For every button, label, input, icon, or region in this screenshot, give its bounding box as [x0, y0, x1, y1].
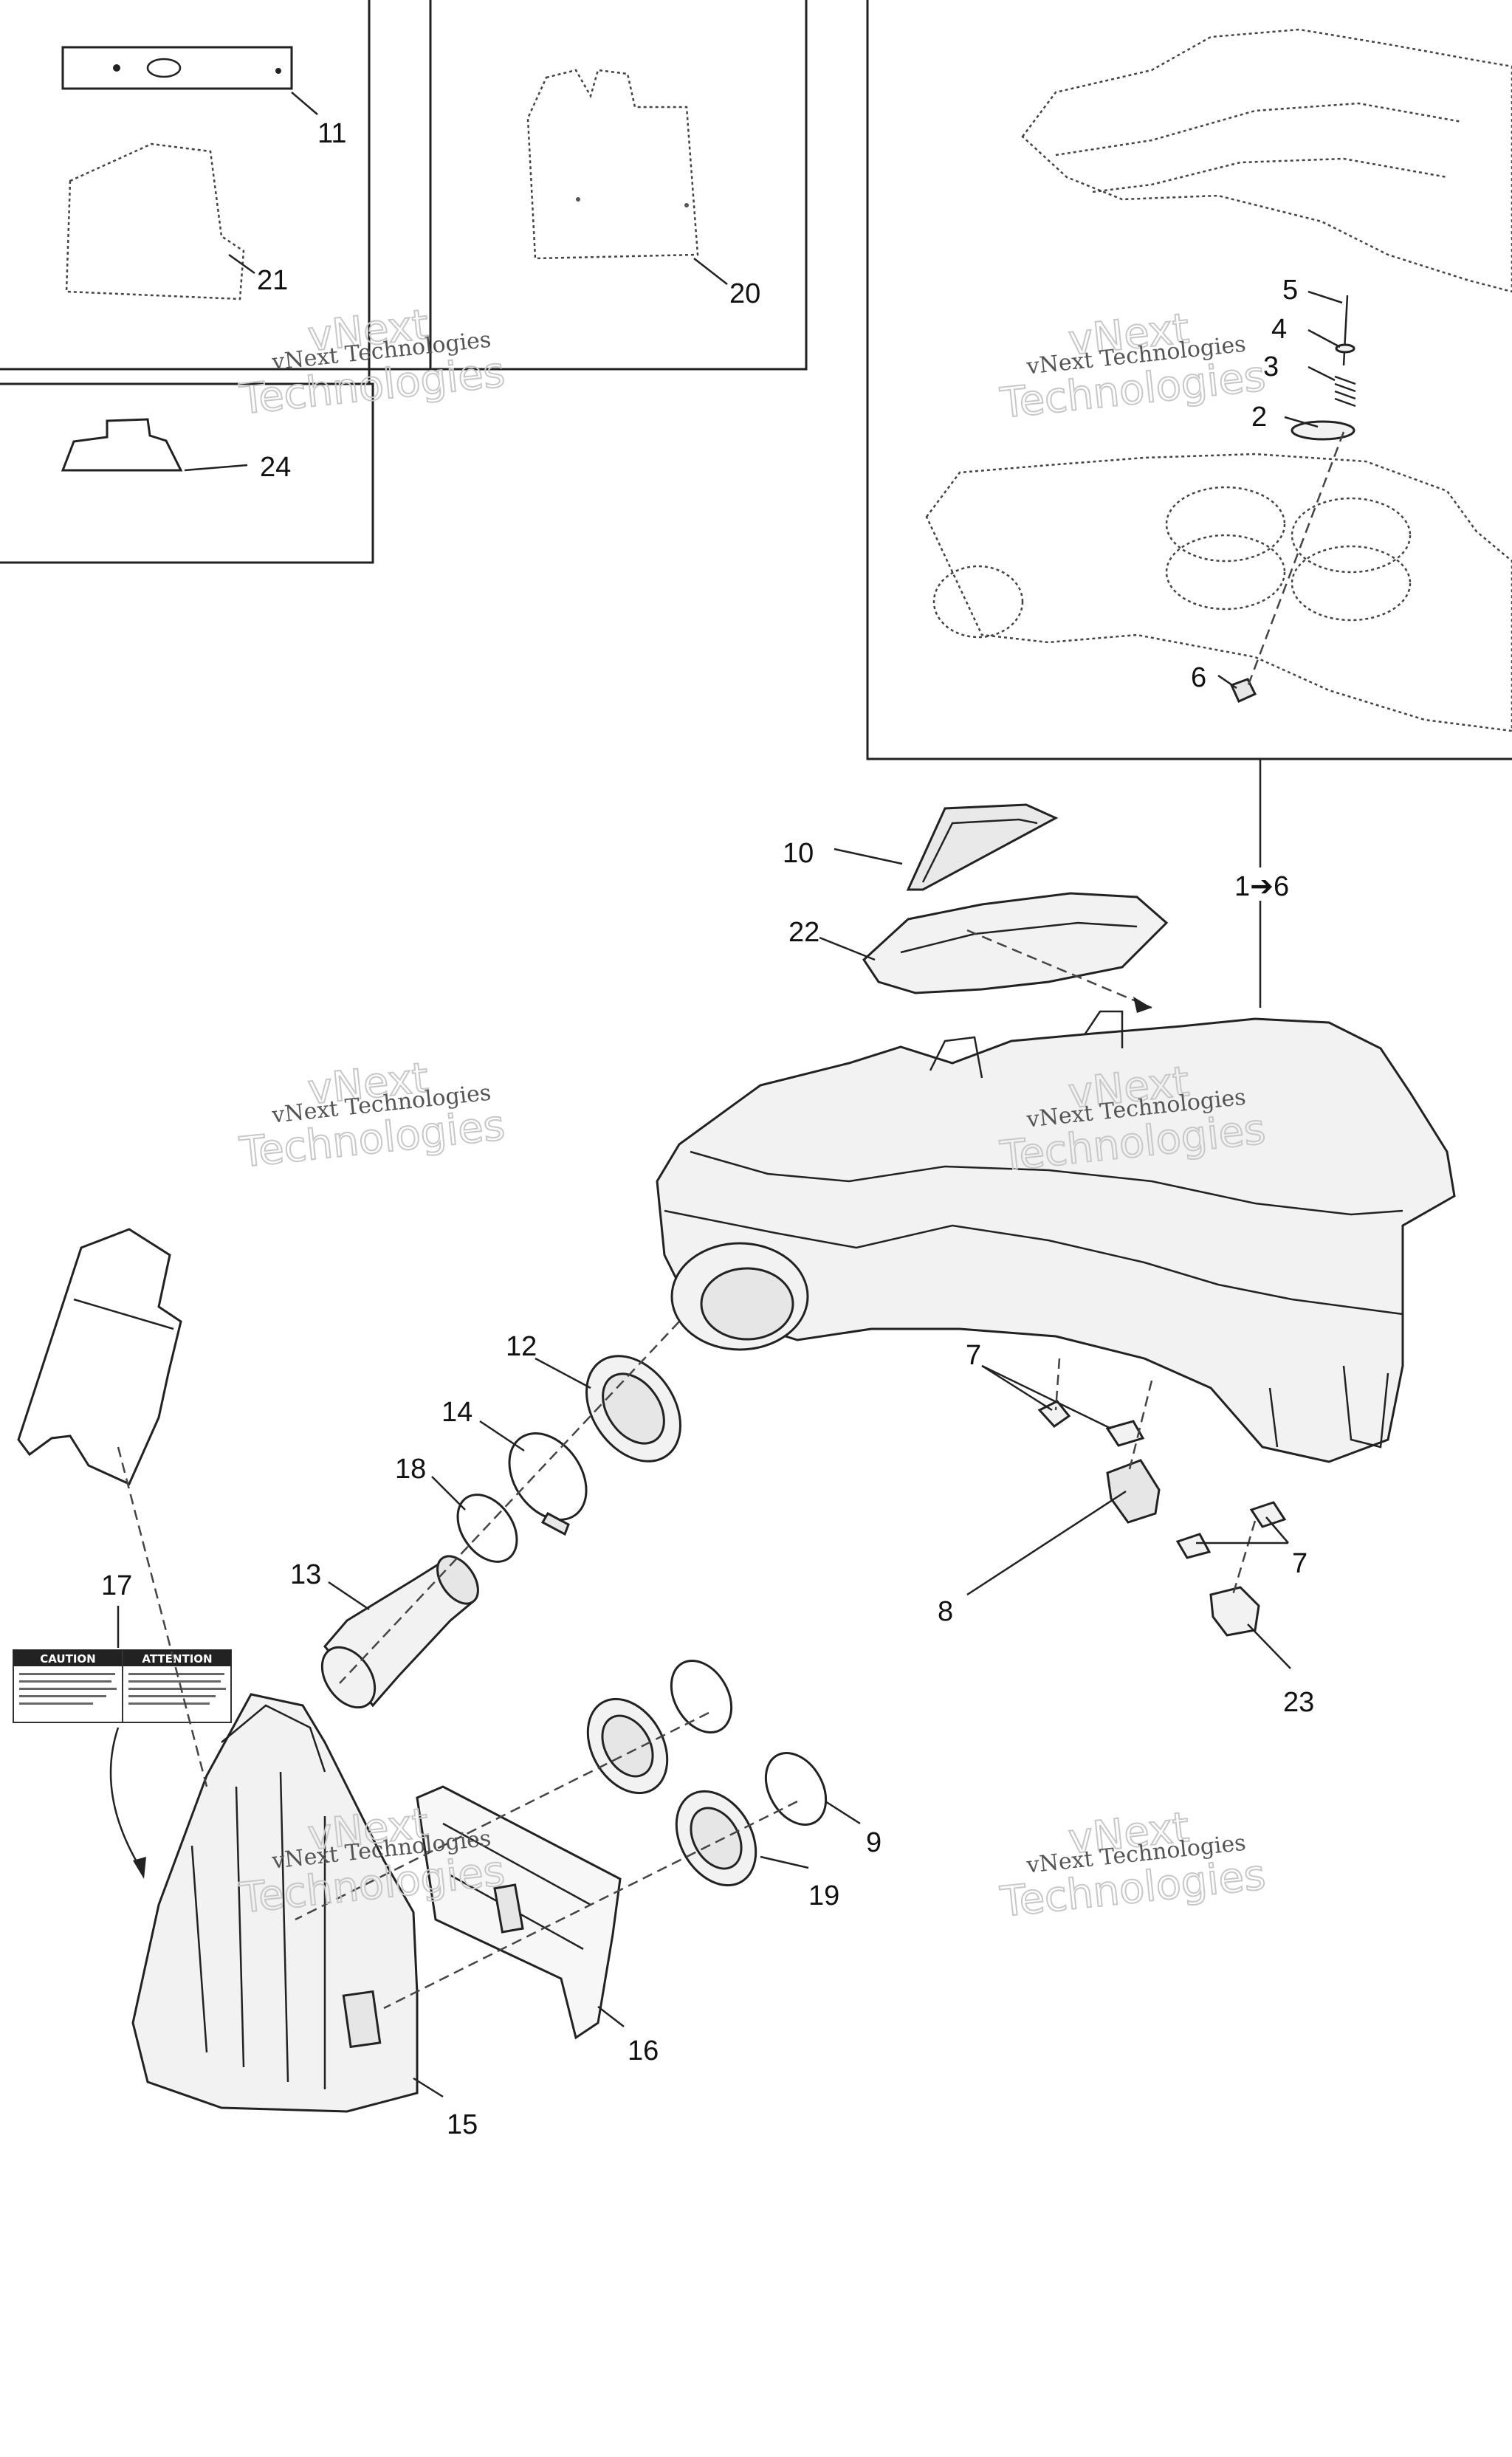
inset-box-11-21 [0, 0, 808, 384]
callout-7-upper: 7 [966, 1340, 981, 1371]
part-15-silencer [131, 1693, 419, 2113]
watermark-top-left: Technologies vNext vNext Technologies [236, 300, 508, 425]
arrow-decal-to-silencer [109, 1727, 142, 1869]
part-19-grommet-a [586, 1697, 669, 1795]
part-18-o-ring [456, 1494, 518, 1563]
callout-17: 17 [101, 1570, 132, 1601]
callout-18: 18 [395, 1454, 426, 1485]
part-22-cover [862, 892, 1169, 994]
callout-20: 20 [729, 278, 760, 309]
assembly-dashed-lines [117, 431, 1345, 2010]
callout-11: 11 [317, 118, 346, 149]
part-11-decal-strip [61, 46, 293, 90]
part-9-clamp-b [764, 1752, 828, 1826]
callout-leader-lines [117, 92, 1343, 2098]
callout-6: 6 [1191, 662, 1206, 693]
callout-8: 8 [938, 1596, 953, 1627]
decal-caution-label: CAUTION [40, 1652, 95, 1666]
callout-9: 9 [866, 1827, 882, 1858]
callout-2: 2 [1251, 402, 1267, 433]
part-19-grommet-b [675, 1790, 757, 1887]
arrowhead-decal-to-silencer [133, 1857, 146, 1879]
callout-1to6: 1➔6 [1234, 871, 1289, 902]
part-7-clip-b [1105, 1420, 1145, 1447]
part-1-airbox-body [656, 1010, 1456, 1463]
part-7-clip-c [1249, 1501, 1287, 1528]
callout-24: 24 [260, 452, 291, 483]
part-24-pad [61, 418, 183, 472]
callout-23: 23 [1283, 1687, 1314, 1718]
callout-7-lower: 7 [1292, 1548, 1307, 1579]
part-20-mat [526, 69, 699, 260]
callout-22: 22 [788, 917, 819, 948]
part-21-mat [65, 142, 245, 300]
inset-box-24 [0, 382, 374, 564]
part-12-seal [585, 1355, 681, 1463]
callout-21: 21 [257, 265, 288, 296]
part-7-clip-d [1175, 1533, 1212, 1559]
callout-labels: 11 21 20 24 5 4 3 2 6 1➔6 10 22 7 7 8 23… [101, 118, 1314, 2140]
callout-10: 10 [783, 838, 814, 869]
part-8-bumper [1106, 1459, 1161, 1524]
part-14-clamp [508, 1432, 588, 1536]
callout-4: 4 [1271, 314, 1287, 345]
callout-13: 13 [290, 1559, 321, 1590]
callout-5: 5 [1282, 275, 1298, 306]
callout-12: 12 [506, 1331, 537, 1362]
callout-19: 19 [808, 1880, 839, 1911]
decal-attention-label: ATTENTION [142, 1652, 212, 1666]
callout-14: 14 [441, 1397, 472, 1428]
callout-3: 3 [1263, 351, 1279, 382]
watermark-bottom-right: Technologies vNext vNext Technologies [997, 1803, 1269, 1928]
callout-15: 15 [447, 2109, 478, 2140]
part-16-frame [416, 1785, 622, 2040]
fastener-stack-2-5 [1229, 295, 1356, 703]
watermark-mid-left: Technologies vNext vNext Technologies [236, 1053, 508, 1178]
part-9-clamp-a [670, 1660, 733, 1733]
part-17-cover-pad [17, 1228, 182, 1485]
part-10-gasket [906, 803, 1059, 891]
part-23-bracket [1209, 1586, 1260, 1637]
part-airbox-lid-ghost [1021, 28, 1512, 293]
watermark-top-right: Technologies vNext vNext Technologies [997, 304, 1269, 429]
part-17-warning-decal: CAUTION ATTENTION [13, 1649, 232, 1723]
inset-box-1-6 [866, 0, 1512, 760]
part-airbox-base-ghost [925, 453, 1512, 732]
callout-16: 16 [628, 2035, 659, 2066]
part-13-duct [320, 1555, 479, 1709]
arrowhead-cover-to-airbox [1133, 997, 1152, 1013]
